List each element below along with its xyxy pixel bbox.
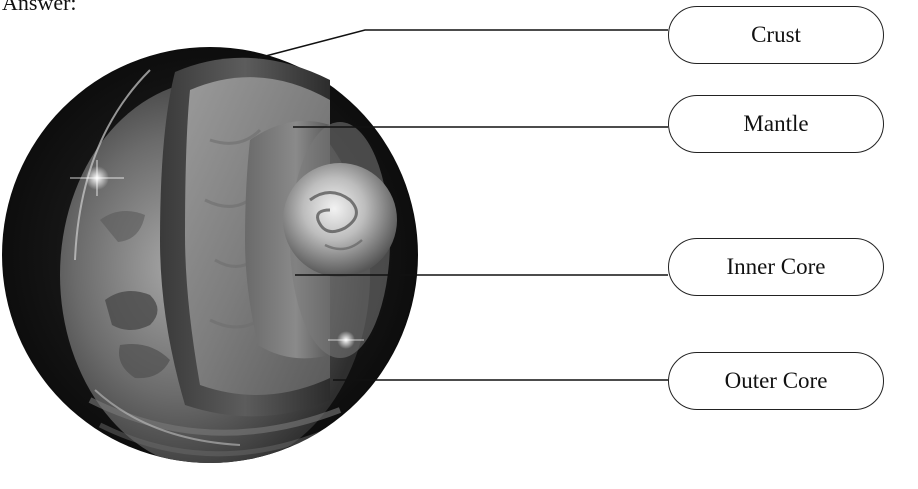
label-outer-core: Outer Core <box>668 352 884 410</box>
continent-shape <box>105 291 158 330</box>
label-mantle: Mantle <box>668 95 884 153</box>
label-inner-core: Inner Core <box>668 238 884 296</box>
label-crust: Crust <box>668 6 884 64</box>
leader-line-crust <box>258 30 668 58</box>
inner-core-sphere <box>283 163 397 277</box>
